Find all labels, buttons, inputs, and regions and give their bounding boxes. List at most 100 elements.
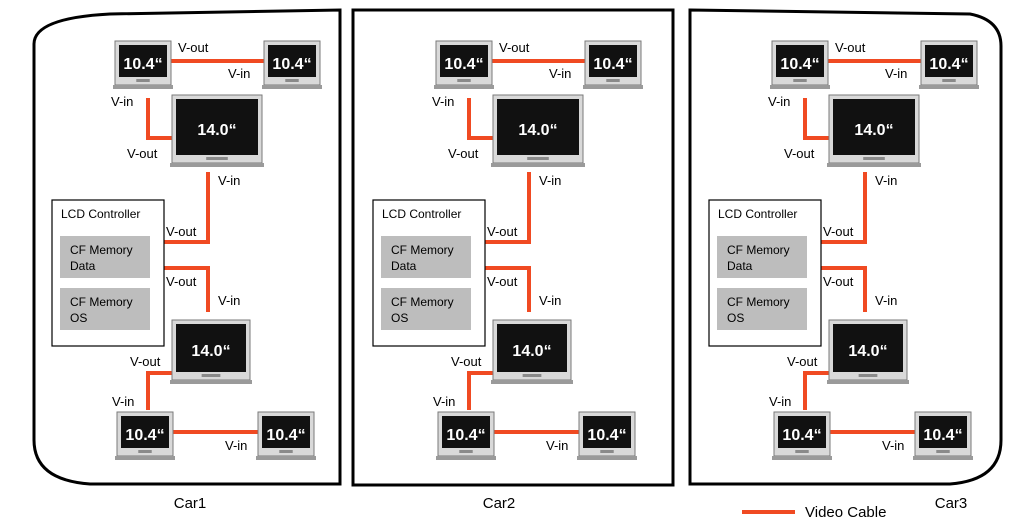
lcd-controller-title-3: LCD Controller xyxy=(718,207,797,221)
monitor-bottom-large-1-screen xyxy=(176,324,246,372)
monitor-top-left-3-screen xyxy=(776,45,824,77)
monitor-bottom-right-2: 10.4“ xyxy=(577,411,637,460)
monitor-top-left-1-buttons xyxy=(136,79,150,82)
label-vin-top-2: V-in xyxy=(549,66,571,81)
monitor-bottom-large-1-size-label: 14.0“ xyxy=(191,343,230,360)
monitor-top-large-1-buttons xyxy=(206,157,228,160)
label-vout-top-1: V-out xyxy=(178,40,209,55)
car-name-3: Car3 xyxy=(935,495,968,512)
label-vin-mid-lower-2: V-in xyxy=(539,293,561,308)
monitor-top-left-1-size-label: 10.4“ xyxy=(123,56,162,73)
monitor-bottom-right-2-buttons xyxy=(600,450,614,453)
monitor-bottom-large-2-stand xyxy=(491,380,573,384)
monitor-bottom-left-2-stand xyxy=(436,456,496,460)
cable-controller-out-upper-2 xyxy=(485,172,531,244)
cf-memory-data-line2-2: Data xyxy=(391,259,417,273)
cable-top-left-2 xyxy=(467,98,493,140)
monitor-bottom-large-2-buttons xyxy=(522,374,542,377)
cf-memory-os-line1-1: CF Memory xyxy=(70,295,133,309)
monitor-top-large-3: 14.0“ xyxy=(827,94,921,167)
cf-memory-data-box-1 xyxy=(60,236,150,278)
cf-memory-os-line2-2: OS xyxy=(391,311,408,325)
cable-controller-out-upper-3 xyxy=(821,172,867,244)
label-vin-top-3: V-in xyxy=(885,66,907,81)
monitor-top-right-1-stand xyxy=(262,85,322,89)
label-vin-mid-lower-1: V-in xyxy=(218,293,240,308)
monitor-top-right-2-stand xyxy=(583,85,643,89)
cf-memory-os-line1-2: CF Memory xyxy=(391,295,454,309)
monitor-bottom-left-1-screen xyxy=(121,416,169,448)
monitor-bottom-right-1-screen xyxy=(262,416,310,448)
monitor-top-left-2: 10.4“ xyxy=(434,40,494,89)
car-group-2: 10.4“10.4“14.0“14.0“10.4“10.4“LCD Contro… xyxy=(351,8,675,487)
monitor-bottom-right-3-size-label: 10.4“ xyxy=(923,427,962,444)
monitor-bottom-large-1-buttons xyxy=(201,374,221,377)
monitor-bottom-large-1: 14.0“ xyxy=(170,319,252,384)
cf-memory-data-box-2 xyxy=(381,236,471,278)
monitor-top-large-3-screen xyxy=(833,99,915,155)
monitor-top-right-3-screen xyxy=(925,45,973,77)
monitor-bottom-left-1: 10.4“ xyxy=(115,411,175,460)
monitor-top-large-1: 14.0“ xyxy=(170,94,264,167)
cable-controller-out-lower-1 xyxy=(164,266,210,312)
cable-bottom-left-1 xyxy=(146,371,172,410)
car-group-1: 10.4“10.4“14.0“14.0“10.4“10.4“LCD Contro… xyxy=(32,8,342,486)
monitor-top-large-2-size-label: 14.0“ xyxy=(518,122,557,139)
monitor-bottom-large-2-size-label: 14.0“ xyxy=(512,343,551,360)
monitor-bottom-right-1-size-label: 10.4“ xyxy=(266,427,305,444)
monitor-bottom-large-1-stand xyxy=(170,380,252,384)
monitor-top-left-1-stand xyxy=(113,85,173,89)
monitor-bottom-large-3: 14.0“ xyxy=(827,319,909,384)
monitor-top-large-2-screen xyxy=(497,99,579,155)
monitor-bottom-left-2-buttons xyxy=(459,450,473,453)
monitor-top-left-2-buttons xyxy=(457,79,471,82)
monitor-bottom-right-1-buttons xyxy=(279,450,293,453)
label-vout-bottom-left-2: V-out xyxy=(451,354,482,369)
label-vin-top-1: V-in xyxy=(228,66,250,81)
monitor-top-right-1: 10.4“ xyxy=(262,40,322,89)
monitor-top-large-3-buttons xyxy=(863,157,885,160)
monitor-top-right-2-buttons xyxy=(606,79,620,82)
monitor-bottom-left-1-size-label: 10.4“ xyxy=(125,427,164,444)
monitor-bottom-left-1-buttons xyxy=(138,450,152,453)
label-vout-top-3: V-out xyxy=(835,40,866,55)
monitor-bottom-left-3-buttons xyxy=(795,450,809,453)
monitor-top-large-1-size-label: 14.0“ xyxy=(197,122,236,139)
cf-memory-os-line1-3: CF Memory xyxy=(727,295,790,309)
car-outline-2 xyxy=(351,8,675,487)
monitor-top-large-1-screen xyxy=(176,99,258,155)
car-name-2: Car2 xyxy=(483,495,516,512)
car-outline-1 xyxy=(32,8,342,486)
label-vout-left-3: V-out xyxy=(784,146,815,161)
monitor-top-right-2-size-label: 10.4“ xyxy=(593,56,632,73)
monitor-top-large-2-stand xyxy=(491,163,585,167)
monitor-bottom-right-3-buttons xyxy=(936,450,950,453)
cf-memory-os-box-3 xyxy=(717,288,807,330)
monitor-bottom-large-2: 14.0“ xyxy=(491,319,573,384)
label-vin-bottom-2: V-in xyxy=(546,438,568,453)
cf-memory-os-box-2 xyxy=(381,288,471,330)
label-vout-bottom-left-1: V-out xyxy=(130,354,161,369)
lcd-controller-title-2: LCD Controller xyxy=(382,207,461,221)
monitor-bottom-left-3-size-label: 10.4“ xyxy=(782,427,821,444)
monitor-bottom-right-1: 10.4“ xyxy=(256,411,316,460)
legend-video-cable-label: Video Cable xyxy=(805,504,886,521)
label-vout-top-2: V-out xyxy=(499,40,530,55)
cf-memory-os-box-1 xyxy=(60,288,150,330)
cable-top-left-1 xyxy=(146,98,172,140)
monitor-bottom-left-3-stand xyxy=(772,456,832,460)
label-vin-bottom-left-1: V-in xyxy=(112,394,134,409)
label-vin-mid-lower-3: V-in xyxy=(875,293,897,308)
label-vin-mid-upper-3: V-in xyxy=(875,173,897,188)
cable-bottom-left-2 xyxy=(467,371,493,410)
cable-controller-out-upper-1 xyxy=(164,172,210,244)
label-vout-bottom-left-3: V-out xyxy=(787,354,818,369)
monitor-top-left-3: 10.4“ xyxy=(770,40,830,89)
cf-memory-data-box-3 xyxy=(717,236,807,278)
monitor-top-left-1-screen xyxy=(119,45,167,77)
monitor-bottom-large-2-screen xyxy=(497,324,567,372)
label-vout-controller-lower-2: V-out xyxy=(487,274,518,289)
label-vin-left-1: V-in xyxy=(111,94,133,109)
monitor-top-left-2-stand xyxy=(434,85,494,89)
